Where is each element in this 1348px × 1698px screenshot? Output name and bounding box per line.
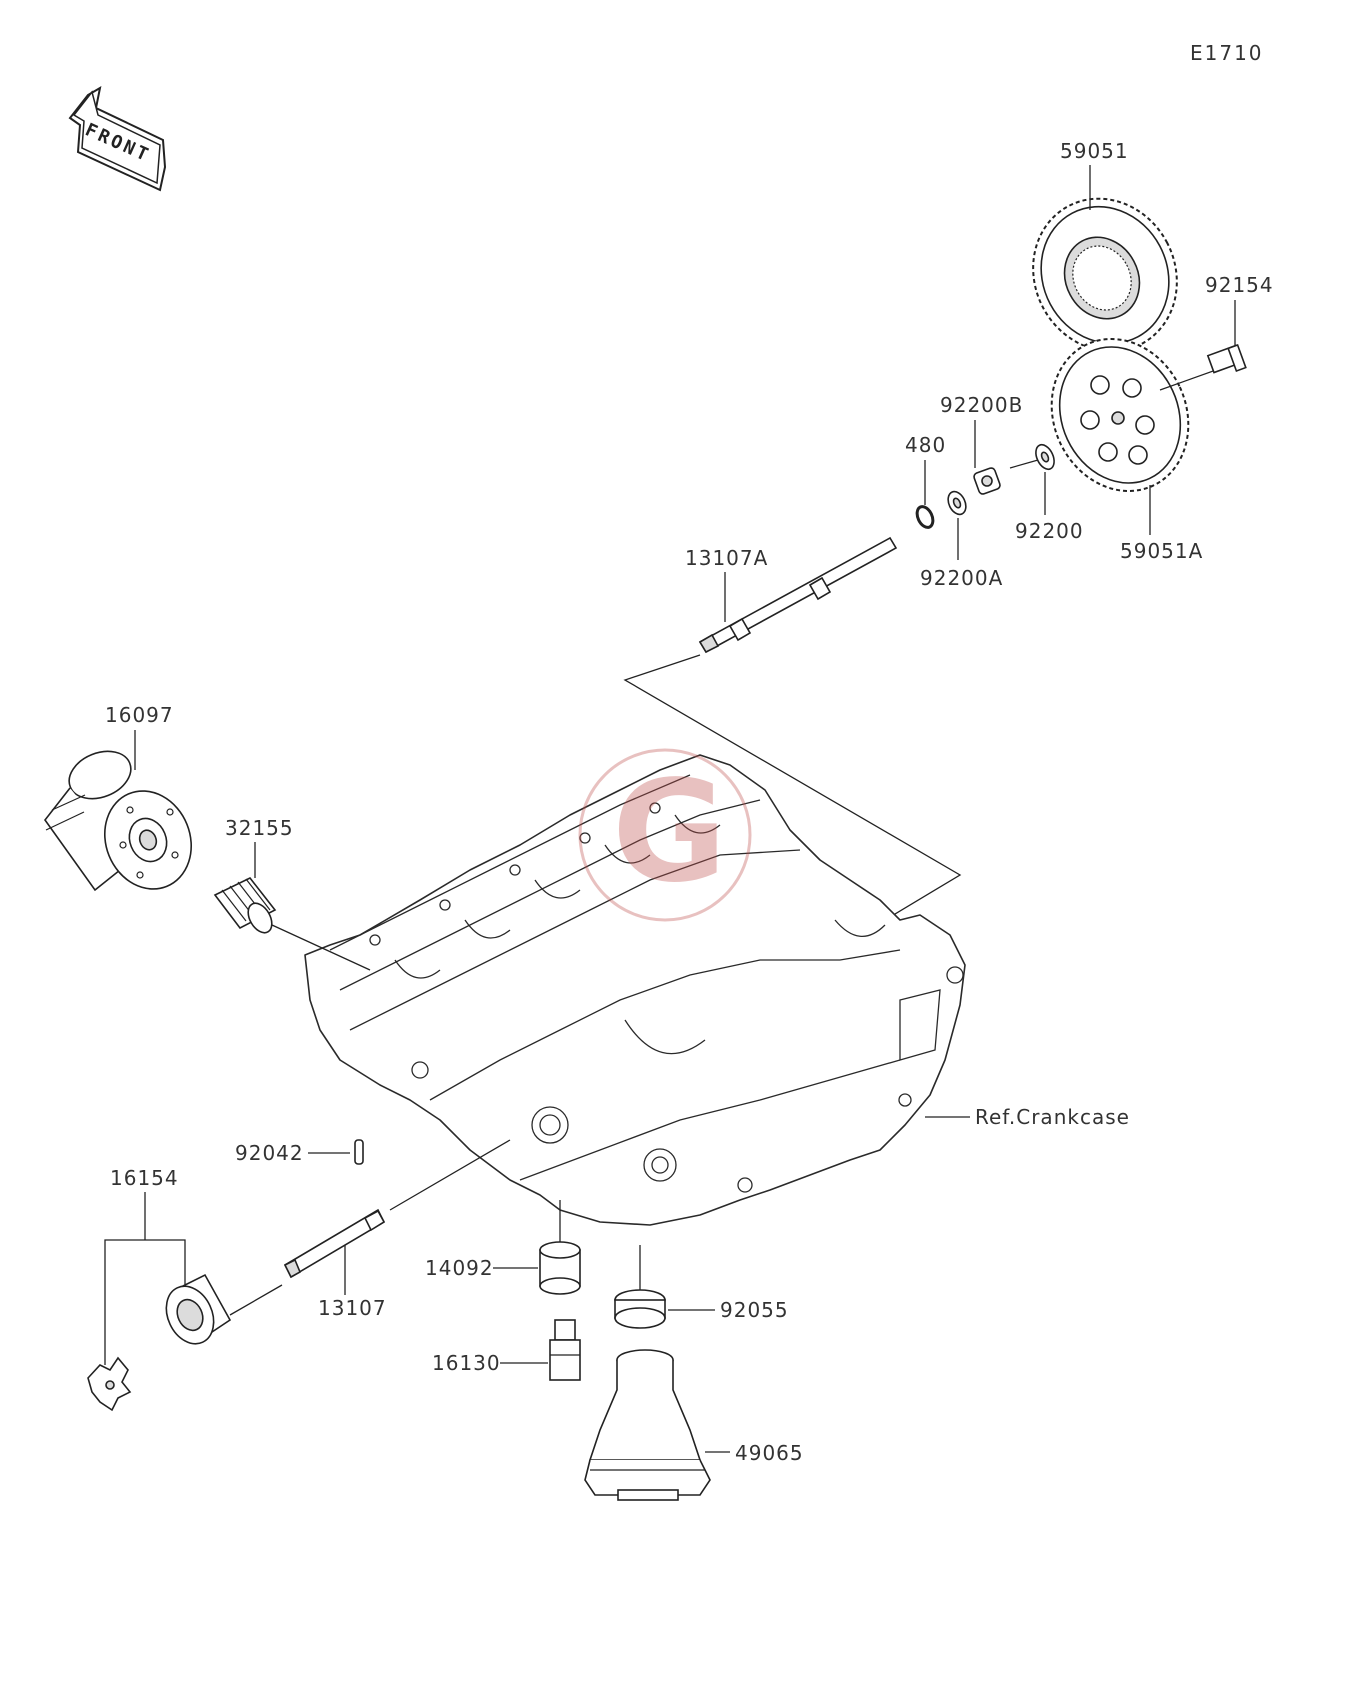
label-92154: 92154 — [1205, 273, 1274, 297]
label-13107: 13107 — [318, 1296, 387, 1320]
label-16097: 16097 — [105, 703, 174, 727]
shaft-13107-icon — [283, 1208, 386, 1279]
label-480: 480 — [905, 433, 946, 457]
label-92042: 92042 — [235, 1141, 304, 1165]
washer-92200-icon — [1009, 443, 1055, 471]
label-92200B: 92200B — [940, 393, 1023, 417]
washer-92200A-icon — [947, 490, 967, 516]
strainer-49065-icon — [584, 1349, 711, 1501]
gear-59051-icon — [1032, 197, 1178, 353]
washer-92200B-icon — [973, 467, 1001, 495]
label-92200A: 92200A — [920, 566, 1003, 590]
label-59051: 59051 — [1060, 139, 1129, 163]
crankcase-icon — [304, 754, 966, 1226]
label-92055: 92055 — [720, 1298, 789, 1322]
oil-filter-16097-icon — [44, 750, 193, 892]
label-16130: 16130 — [432, 1351, 501, 1375]
bolt-92154-icon — [1159, 343, 1247, 391]
label-59051A: 59051A — [1120, 539, 1203, 563]
label-14092: 14092 — [425, 1256, 494, 1280]
pin-92042-icon — [354, 1139, 364, 1165]
oring-92055-icon — [614, 1289, 666, 1329]
rotor-16154-icon — [87, 1273, 232, 1412]
label-32155: 32155 — [225, 816, 294, 840]
watermark-logo: G — [578, 748, 752, 922]
nipple-32155-icon — [213, 876, 277, 934]
cap-14092-icon — [539, 1241, 581, 1295]
watermark-letter: G — [612, 751, 727, 914]
valve-16130-icon — [549, 1319, 581, 1381]
front-arrow-icon: FRONT — [68, 86, 167, 192]
label-ref-crankcase: Ref.Crankcase — [975, 1105, 1130, 1129]
label-92200: 92200 — [1015, 519, 1084, 543]
label-49065: 49065 — [735, 1441, 804, 1465]
circlip-480-icon — [915, 505, 935, 529]
label-16154: 16154 — [110, 1166, 179, 1190]
label-13107A: 13107A — [685, 546, 768, 570]
gear-59051A-icon — [1050, 338, 1190, 492]
shaft-13107A-icon — [698, 536, 898, 654]
diagram-code: E1710 — [1190, 41, 1264, 65]
